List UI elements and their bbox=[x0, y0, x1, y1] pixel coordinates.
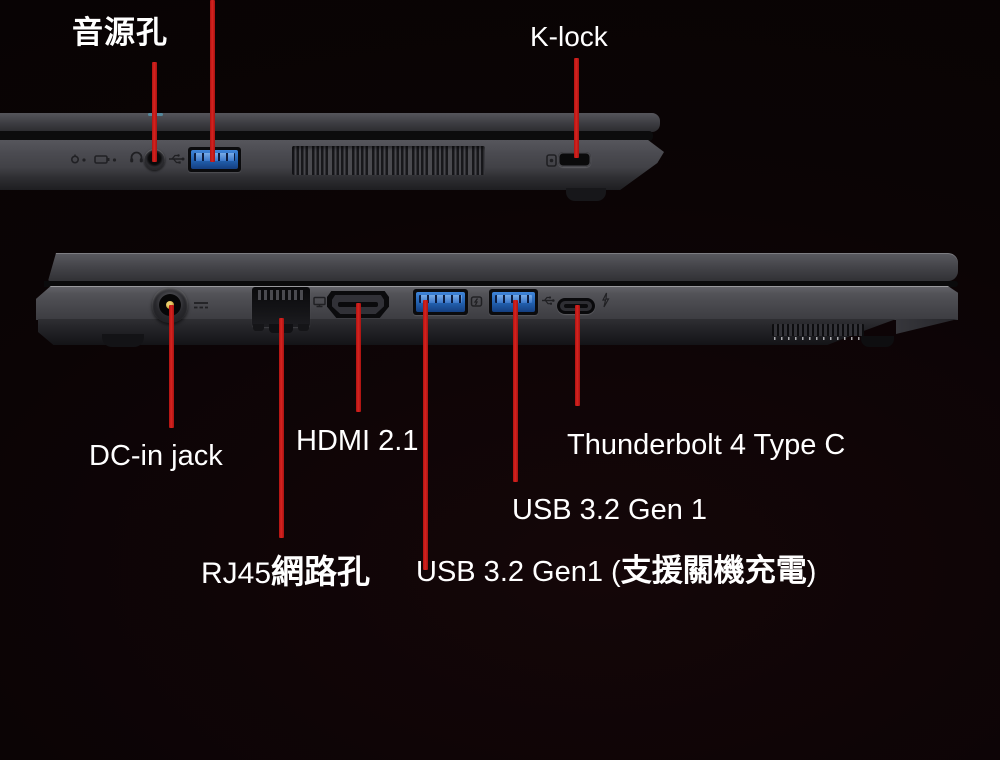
bottom-laptop-underside bbox=[38, 319, 896, 345]
headphone-icon bbox=[129, 150, 144, 164]
leader-line-k-lock bbox=[574, 58, 579, 158]
vent-highlight-dots bbox=[774, 337, 862, 340]
leader-line-audio-jack bbox=[152, 62, 157, 162]
leader-line-usb2 bbox=[513, 300, 518, 482]
bottom-laptop-hinge-gap bbox=[44, 281, 958, 287]
top-laptop-hinge-gap bbox=[0, 131, 653, 141]
label-thunderbolt: Thunderbolt 4 Type C bbox=[567, 429, 846, 461]
label-rj45: RJ45網路孔 bbox=[201, 553, 371, 590]
bottom-laptop-rubber-foot-left bbox=[102, 334, 144, 347]
top-laptop-lid-edge bbox=[0, 113, 660, 132]
usb-icon bbox=[168, 153, 185, 165]
label-rj45-prefix: RJ45 bbox=[201, 557, 272, 590]
cooling-vents bbox=[292, 146, 485, 175]
label-usb-charge: USB 3.2 Gen1 (支援關機充電) bbox=[416, 553, 817, 588]
label-audio-jack: 音源孔 bbox=[72, 15, 168, 50]
power-indicator-icon bbox=[69, 154, 89, 165]
kensington-lock-slot bbox=[558, 152, 591, 167]
bottom-laptop-rubber-foot-right bbox=[861, 336, 894, 347]
label-dc-in-jack: DC-in jack bbox=[89, 440, 223, 472]
label-usb-charge-prefix: USB 3.2 Gen1 ( bbox=[416, 556, 621, 588]
label-usb-charge-cjk: 支援關機充電 bbox=[620, 553, 807, 588]
bottom-laptop-lid-edge bbox=[48, 253, 958, 281]
thunderbolt-icon bbox=[600, 292, 611, 308]
ethernet-icon bbox=[312, 296, 327, 308]
leader-line-usb-top bbox=[210, 0, 215, 162]
battery-indicator-icon bbox=[94, 154, 118, 165]
bottom-cooling-vents bbox=[772, 324, 864, 336]
dc-power-icon bbox=[192, 300, 210, 310]
usb-icon bbox=[541, 295, 555, 306]
label-hdmi: HDMI 2.1 bbox=[296, 425, 419, 457]
label-rj45-cjk: 網路孔 bbox=[271, 553, 371, 590]
label-usb-gen1: USB 3.2 Gen 1 bbox=[512, 494, 708, 526]
usb-a-port-1 bbox=[413, 289, 468, 315]
leader-line-usb1 bbox=[423, 300, 428, 570]
kensington-lock-icon bbox=[546, 154, 557, 167]
leader-line-hdmi bbox=[356, 303, 361, 412]
leader-line-dc-in bbox=[169, 305, 174, 428]
label-usb-charge-suffix: ) bbox=[806, 556, 817, 588]
leader-line-rj45 bbox=[279, 318, 284, 538]
top-laptop-rubber-foot bbox=[566, 188, 606, 201]
label-k-lock: K-lock bbox=[530, 21, 608, 52]
leader-line-usb-c bbox=[575, 305, 580, 406]
usb-charging-icon bbox=[470, 295, 483, 308]
